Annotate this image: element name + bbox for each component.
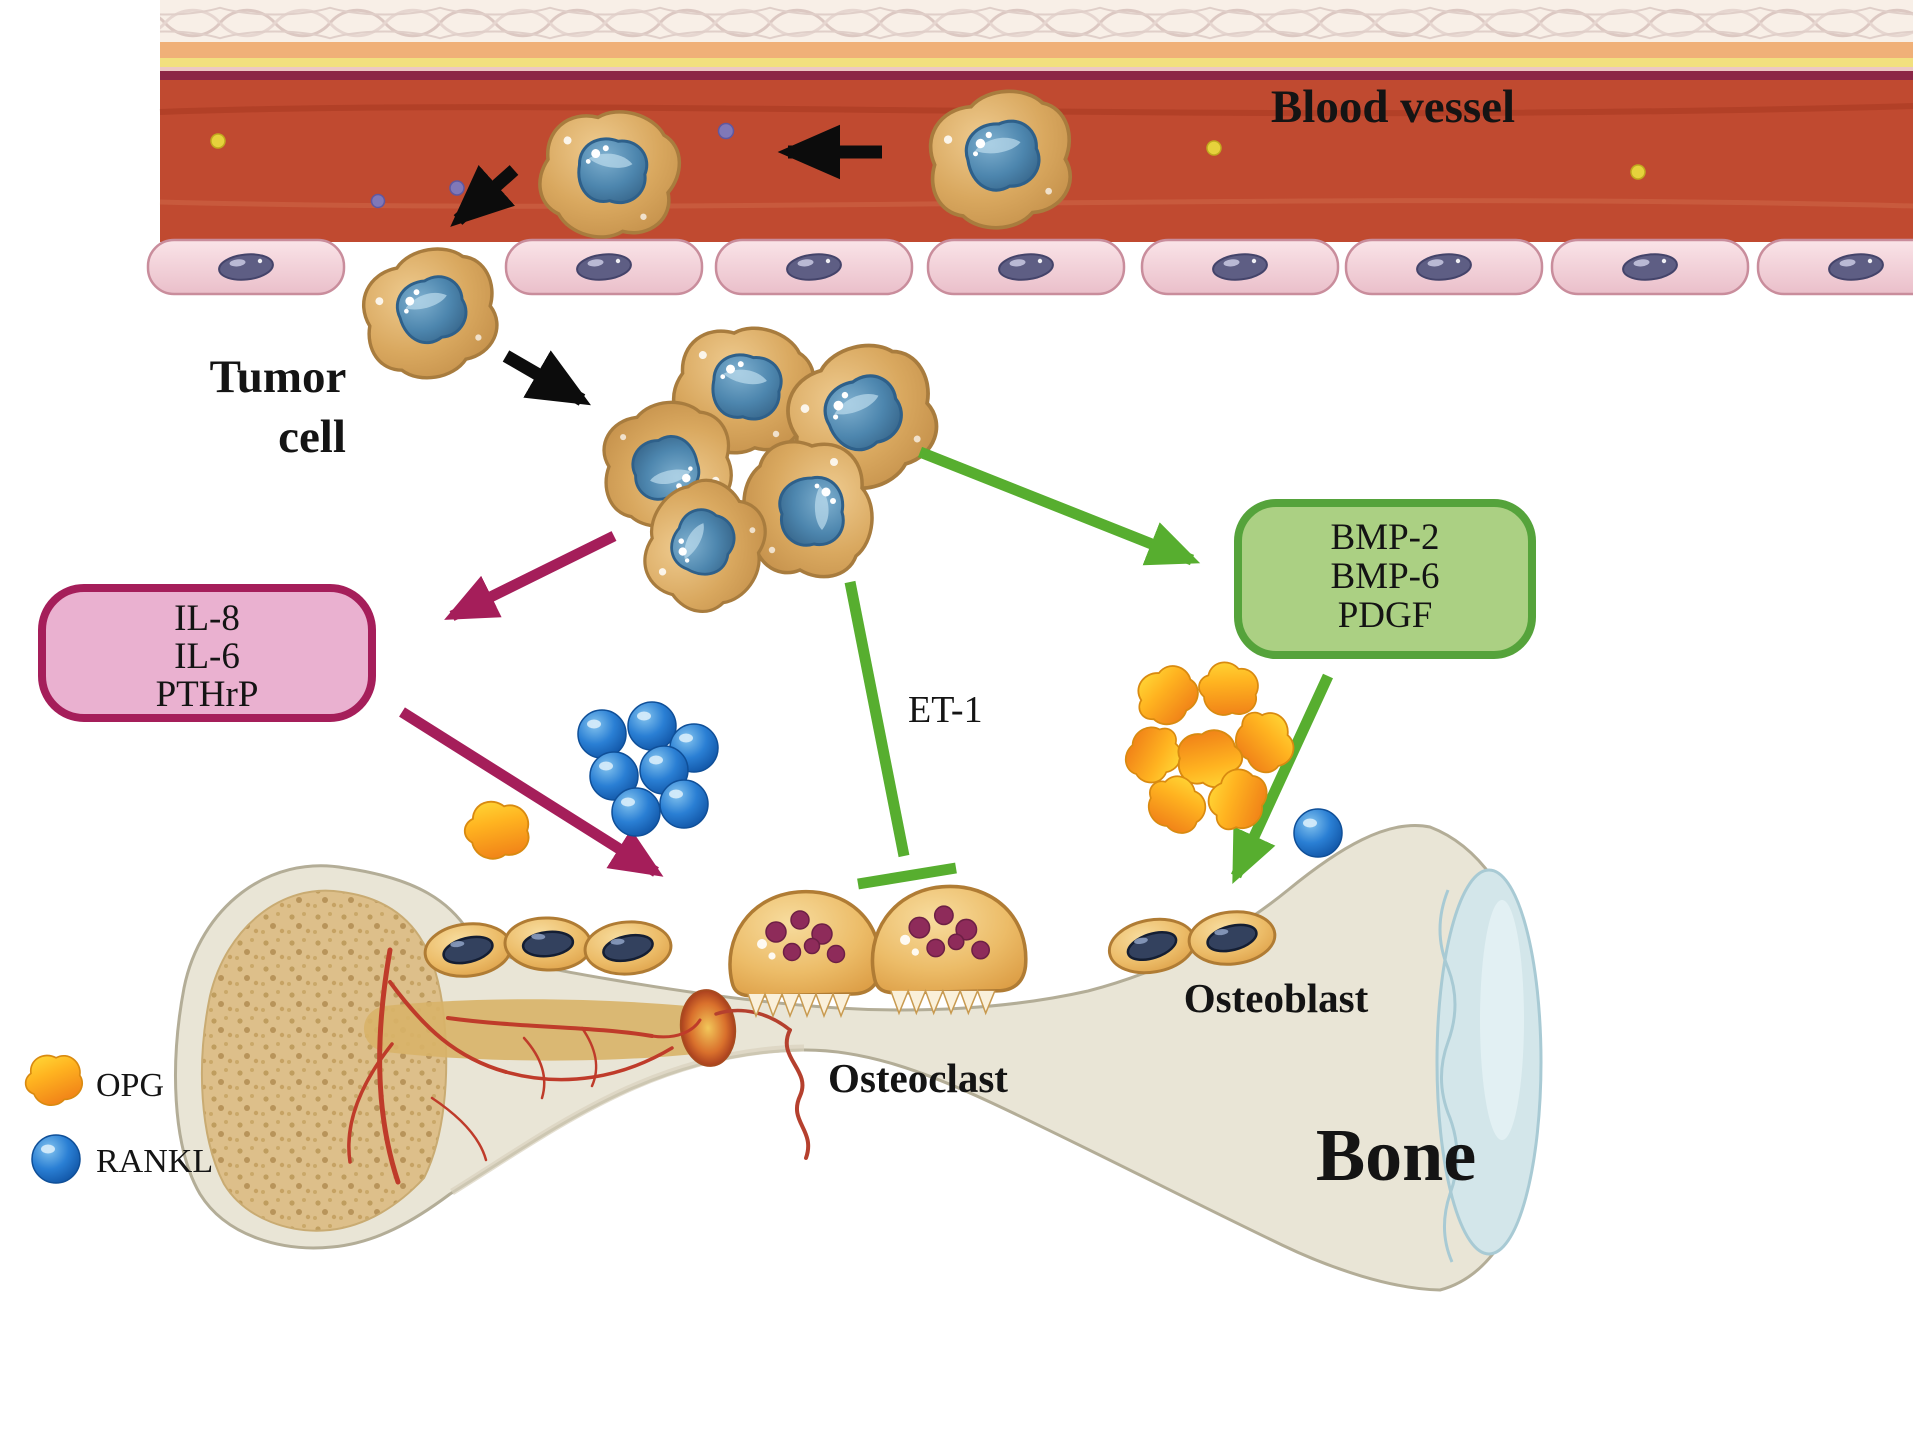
pink-box-shape [38,584,376,722]
osteoclast-cell [728,889,883,1018]
rankl-cluster [577,701,719,837]
spongy-bone [200,889,448,1232]
vessel-outer-layer [160,42,1913,60]
rankl-molecule [577,709,627,759]
pink-factor-box: IL-8 IL-6 PTHrP [38,584,376,722]
arrow-toward-endothelium [450,165,519,227]
arrow-tumor-to-bmp-box [917,446,1201,566]
arrow-il-box-to-osteoclast [399,707,664,877]
osteoblast-cell [581,917,675,979]
label-osteoclast: Osteoclast [828,1055,1008,1101]
opg-molecule [457,791,539,871]
endothelial-cell [1550,238,1750,296]
pink-box-line-3: PTHrP [156,674,259,715]
tumor-cell-cluster [591,311,957,631]
plasma-particle-purple [370,193,386,209]
endothelial-cell [146,238,346,296]
plasma-particle-yellow [1206,140,1222,156]
endothelial-cell [504,238,704,296]
legend-label-rankl: RANKL [96,1143,213,1180]
arrow-to-cluster [502,350,592,406]
osteoclasts [728,884,1028,1018]
opg-molecule [1129,659,1206,732]
endothelial-cell [1140,238,1340,296]
tumor-cell-extravasating [348,234,513,394]
legend: OPG RANKL [21,1049,213,1184]
green-box-line-2: BMP-6 [1331,556,1440,597]
bone-shading [450,1044,805,1195]
label-tumor-cell-line1: Tumor [210,351,347,403]
legend-item-rankl: RANKL [31,1134,213,1184]
vessel-muscle-layer [160,71,1913,82]
rankl-molecule-single [1293,808,1343,858]
plasma-particle-purple [717,122,735,140]
blood-streak [159,103,1913,117]
legend-item-opg: OPG [21,1049,164,1112]
bone-blood-vessels [347,947,811,1185]
pink-box-line-2: IL-6 [174,636,240,677]
osteoblast-cell [502,915,594,973]
arrow-bmp-box-to-osteoblast [1231,673,1333,884]
green-box-line-1: BMP-2 [1331,517,1440,558]
osteoclast-cell [870,884,1028,1016]
plasma-particle-purple [449,180,465,196]
plasma-particle-yellow [1630,164,1646,180]
label-tumor-cell-line2: cell [278,411,346,463]
label-osteoblast: Osteoblast [1184,975,1369,1021]
marrow-cavity [363,999,714,1061]
vessel-elastic-layer [160,58,1913,69]
endothelial-cell [1344,238,1544,296]
rankl-molecule [659,779,709,829]
endothelial-cell [926,238,1126,296]
plasma-particle-yellow [210,133,226,149]
opg-legend-swatch [21,1049,88,1112]
green-arrows [844,446,1333,890]
green-factor-box: BMP-2 BMP-6 PDGF [1234,499,1536,659]
cartilage-cap [1435,868,1543,1263]
bone [174,824,1543,1292]
pink-box-line-1: IL-8 [174,598,240,639]
endothelial-cell [1756,238,1913,296]
legend-label-opg: OPG [96,1067,164,1104]
rankl-molecule [611,787,661,837]
endothelial-cell [714,238,914,296]
bone-cut-face [679,989,737,1067]
label-et1: ET-1 [908,689,983,731]
green-box-shape [1234,499,1536,659]
tumor-cell [742,439,874,579]
label-bone: Bone [1316,1115,1476,1197]
migration-arrows [450,124,882,406]
magenta-arrows [399,531,664,877]
et1-inhibition-bar [857,862,957,890]
rankl-molecule [627,701,677,751]
arrow-tumor-to-il-box [444,531,617,621]
osteoblast-row-left [421,915,675,982]
vessel-layer-gap [160,67,1913,72]
et1-inhibition-stem [844,580,910,858]
green-box-line-3: PDGF [1338,595,1433,636]
rankl-legend-swatch [31,1134,81,1184]
label-blood-vessel: Blood vessel [1271,81,1515,133]
vessel-adventitia [160,0,1913,46]
